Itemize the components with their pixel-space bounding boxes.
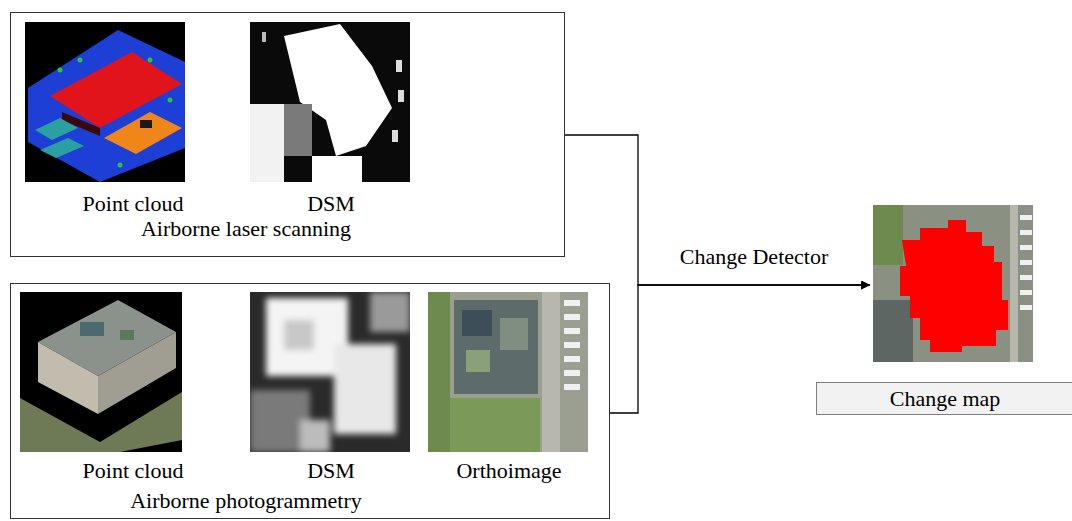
roof-detail [140, 120, 152, 128]
bus [564, 370, 580, 376]
road [542, 292, 560, 452]
roof-detail [500, 318, 528, 350]
bus [564, 384, 580, 390]
vegetation-point [168, 98, 173, 103]
image-ground [428, 292, 588, 452]
roof-detail [466, 350, 490, 372]
connector-arrow [565, 135, 870, 285]
vegetation-point [78, 58, 83, 63]
edge-label: Change Detector [677, 245, 831, 269]
vegetation-point [118, 163, 123, 168]
image-ground [250, 292, 410, 452]
roof-detail [80, 322, 104, 336]
building-roof [454, 300, 538, 394]
car-height [398, 90, 404, 102]
caption-text: Change map [816, 382, 1072, 415]
caption-text: Point cloud [83, 459, 184, 483]
ground-height [300, 420, 330, 452]
roof-points-low [104, 112, 182, 154]
bus [1020, 305, 1032, 310]
building-height [284, 24, 392, 156]
tree-points [35, 118, 78, 140]
bus [564, 342, 580, 348]
caption-text: Airborne laser scanning [141, 217, 351, 241]
bus [564, 314, 580, 320]
building-height [334, 344, 396, 434]
facade-mesh [98, 332, 176, 414]
caption-text: DSM [307, 192, 355, 216]
building-height-low [370, 292, 410, 332]
bus [1020, 275, 1032, 280]
bus [1020, 230, 1032, 235]
caption-text: Point cloud [83, 192, 184, 216]
change-map-image [873, 205, 1033, 362]
photo-point-cloud-image [20, 292, 182, 452]
car-height [392, 130, 398, 142]
building-height [250, 104, 284, 182]
orthoimage [428, 292, 588, 452]
als-point-cloud-image [25, 22, 185, 182]
building-height-low [284, 104, 312, 156]
image-ground [873, 205, 1033, 362]
building-roof [873, 300, 913, 362]
road [1010, 205, 1018, 362]
bus [1020, 215, 1032, 220]
caption-text: DSM [307, 459, 355, 483]
bus [1020, 245, 1032, 250]
bus [564, 356, 580, 362]
roof-detail [284, 320, 314, 350]
group-box: Point cloud DSMAirborne laser scanning [10, 12, 565, 257]
roof-detail [462, 310, 492, 336]
output-box: Change map [870, 205, 1035, 417]
bus [1020, 290, 1032, 295]
facade-mesh [38, 342, 98, 414]
image-ground [20, 292, 182, 452]
image-ground [25, 22, 185, 182]
building-height [312, 156, 362, 182]
grass [873, 205, 903, 265]
caption-text: Orthoimage [456, 459, 561, 483]
tree-height [262, 32, 266, 42]
caption-text: Airborne photogrammetry [130, 489, 362, 513]
bus [564, 300, 580, 306]
car-height [396, 60, 402, 72]
ground-points [28, 30, 185, 182]
als-dsm-image [250, 22, 410, 182]
vegetation-point [58, 68, 63, 73]
grass [428, 292, 450, 452]
image-ground [250, 22, 410, 182]
group-box: Point cloud DSM OrthoimageAirborne photogr… [10, 283, 610, 519]
grass [450, 398, 540, 452]
roof-detail [120, 330, 134, 340]
vegetation-point [148, 58, 153, 63]
tree-points [40, 138, 84, 158]
photo-dsm-image [250, 292, 410, 452]
blurred-heights [250, 292, 410, 452]
change-region [900, 220, 1008, 352]
bus [564, 328, 580, 334]
bus [1020, 260, 1032, 265]
